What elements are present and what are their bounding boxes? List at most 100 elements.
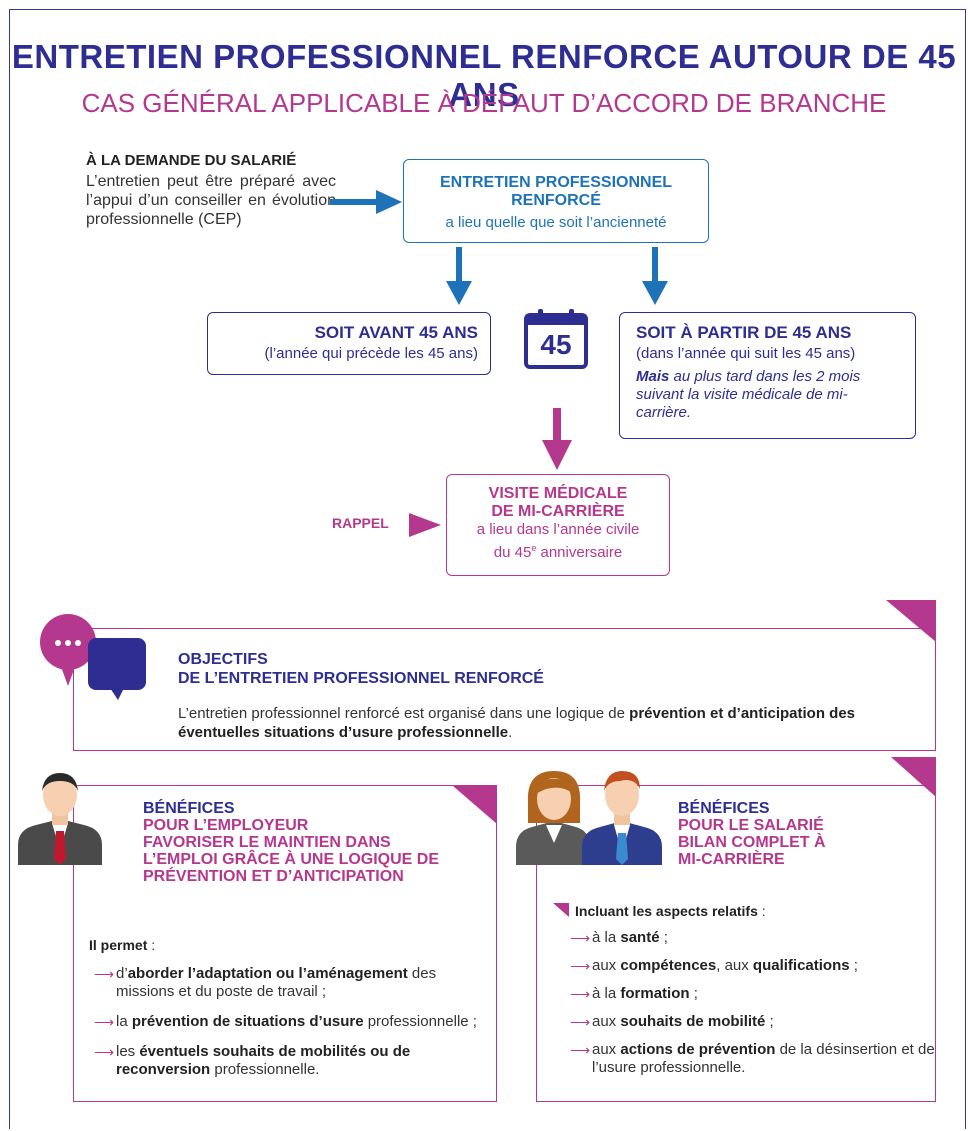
permet-label: Il permet : (89, 937, 155, 953)
item-text: ; (849, 957, 858, 974)
calendar-number: 45 (540, 329, 572, 360)
list-item: ⟶à la santé ; (570, 929, 935, 947)
businessman-icon (18, 773, 102, 865)
corner-triangle-icon (886, 600, 936, 642)
partir-text: (dans l’année qui suit les 45 ans) (636, 345, 856, 362)
item-text: aux (592, 1041, 621, 1058)
arrow-right-icon (330, 190, 402, 214)
visite-text-1: a lieu dans l’année civile (476, 521, 640, 538)
item-bold: formation (620, 985, 690, 1002)
permet-bold: Il permet (89, 937, 148, 953)
visite-text-2a: du 45 (493, 544, 532, 561)
arrow-right-icon: ⟶ (570, 930, 591, 946)
list-item: ⟶aux actions de prévention de la désinse… (570, 1041, 935, 1077)
salarie-heading: BÉNÉFICES POUR LE SALARIÉ BILAN COMPLET … (678, 800, 928, 868)
item-bold: aborder l’adaptation ou l’aménagement (127, 965, 408, 982)
list-item: ⟶à la formation ; (570, 985, 935, 1003)
arrow-right-icon (409, 513, 441, 537)
entretien-box: ENTRETIEN PROFESSIONNEL RENFORCÉ a lieu … (403, 159, 709, 243)
page-frame (9, 9, 966, 1129)
arrow-right-icon: ⟶ (570, 1042, 591, 1058)
partir-heading: SOIT À PARTIR DE 45 ANS (636, 323, 852, 342)
page-subtitle: CAS GÉNÉRAL APPLICABLE À DÉFAUT D’ACCORD… (81, 88, 887, 118)
mais-bold: Mais (636, 368, 670, 385)
item-text: ; (689, 985, 698, 1002)
employeur-h3: FAVORISER LE MAINTIEN DANS L’EMPLOI GRÂC… (143, 834, 440, 885)
item-text: à la (592, 929, 621, 946)
employeur-panel (73, 785, 497, 1102)
item-text: d’ (116, 965, 128, 982)
corner-triangle-icon (891, 757, 936, 797)
item-text: professionnelle ; (363, 1013, 477, 1030)
list-item: ⟶aux souhaits de mobilité ; (570, 1013, 935, 1031)
item-text: à la (592, 985, 621, 1002)
list-item: ⟶la prévention de situations d’usure pro… (94, 1013, 489, 1031)
page-title: ENTRETIEN PROFESSIONNEL RENFORCE AUTOUR … (11, 38, 957, 113)
employeur-list: ⟶d’aborder l’adaptation ou l’aménagement… (94, 965, 489, 1091)
salarie-h2: POUR LE SALARIÉ (678, 817, 824, 834)
partir-45-box: SOIT À PARTIR DE 45 ANS (dans l’année qu… (619, 312, 916, 439)
item-text: aux (592, 957, 621, 974)
item-text: ; (765, 1013, 774, 1030)
employees-icon (516, 771, 662, 865)
calendar-icon: 45 (522, 309, 590, 369)
objectifs-text-a: L’entretien professionnel renforcé est o… (178, 705, 630, 722)
list-item: ⟶aux compétences, aux qualifications ; (570, 957, 935, 975)
objectifs-text-b: . (508, 724, 513, 741)
demande-text: L’entretien peut être préparé avec l’app… (86, 173, 336, 228)
item-bold: qualifications (752, 957, 850, 974)
avant-heading: SOIT AVANT 45 ANS (314, 323, 478, 342)
item-text: des missions et du poste de travail ; (116, 965, 437, 1000)
arrow-down-icon (642, 247, 668, 305)
arrow-right-icon: ⟶ (94, 1044, 115, 1060)
avant-text: (l’année qui précède les 45 ans) (264, 345, 478, 362)
item-bold: actions de prévention (620, 1041, 776, 1058)
list-item: ⟶les éventuels souhaits de mobilités ou … (94, 1043, 489, 1079)
objectifs-panel (73, 628, 936, 751)
visite-heading-2: DE MI-CARRIÈRE (491, 503, 625, 520)
arrow-right-icon: ⟶ (570, 958, 591, 974)
permet-suffix: : (147, 937, 156, 953)
item-bold: prévention de situations d’usure (131, 1013, 364, 1030)
arrow-down-icon (446, 247, 472, 305)
rappel-label: RAPPEL (332, 515, 389, 531)
item-text: les (116, 1043, 140, 1060)
objectifs-heading-2: DE L’ENTRETIEN PROFESSIONNEL RENFORCÉ (178, 670, 544, 687)
demande-heading: À LA DEMANDE DU SALARIÉ (86, 152, 297, 169)
incluant-bold: Incluant les aspects relatifs (575, 903, 758, 919)
item-text: professionnelle. (210, 1061, 320, 1078)
arrow-right-icon: ⟶ (570, 986, 591, 1002)
arrow-right-icon: ⟶ (94, 1014, 115, 1030)
item-text: aux (592, 1013, 621, 1030)
arrow-right-icon: ⟶ (94, 966, 115, 982)
visite-heading-1: VISITE MÉDICALE (488, 485, 628, 502)
salarie-h3: BILAN COMPLET À MI-CARRIÈRE (678, 834, 826, 868)
item-text: , aux (716, 957, 753, 974)
visite-text-2b: anniversaire (536, 544, 623, 561)
visite-box: VISITE MÉDICALE DE MI-CARRIÈRE a lieu da… (446, 474, 670, 576)
incluant-suffix: : (757, 903, 766, 919)
objectifs-heading: OBJECTIFS DE L’ENTRETIEN PROFESSIONNEL R… (178, 650, 544, 688)
objectifs-text: L’entretien professionnel renforcé est o… (178, 704, 918, 742)
corner-triangle-icon (453, 786, 497, 824)
employeur-h2: POUR L’EMPLOYEUR (143, 817, 309, 834)
entretien-heading: ENTRETIEN PROFESSIONNEL RENFORCÉ (439, 174, 673, 209)
item-text: ; (659, 929, 668, 946)
item-text: de la désinsertion et de l’usure profess… (592, 1041, 935, 1076)
item-bold: santé (620, 929, 660, 946)
item-text: la (116, 1013, 132, 1030)
mais-text: au plus tard dans les 2 mois suivant la … (636, 368, 861, 421)
item-bold: compétences (620, 957, 717, 974)
salarie-list: ⟶à la santé ; ⟶aux compétences, aux qual… (570, 929, 935, 1087)
list-item: ⟶d’aborder l’adaptation ou l’aménagement… (94, 965, 489, 1001)
corner-triangle-icon (553, 903, 569, 917)
salarie-h1: BÉNÉFICES (678, 800, 770, 817)
avant-45-box: SOIT AVANT 45 ANS (l’année qui précède l… (207, 312, 491, 375)
item-bold: souhaits de mobilité (620, 1013, 766, 1030)
visite-sup: e (531, 543, 537, 553)
objectifs-text-bold: prévention et d’anticipation des éventue… (178, 705, 856, 741)
item-bold: éventuels souhaits de mobilités ou de re… (116, 1043, 411, 1078)
arrow-right-icon: ⟶ (570, 1014, 591, 1030)
arrow-down-icon (542, 408, 572, 470)
objectifs-heading-1: OBJECTIFS (178, 651, 268, 668)
